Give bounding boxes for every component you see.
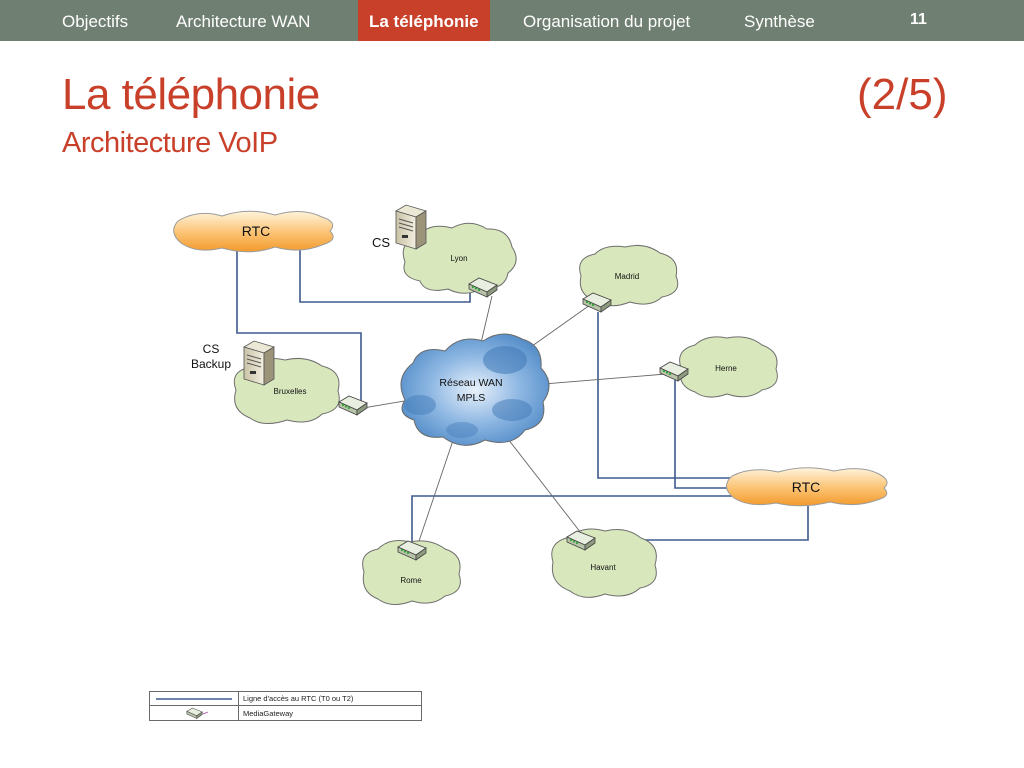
nav-tab-telephonie[interactable]: La téléphonie xyxy=(358,0,490,41)
page-subtitle: Architecture VoIP xyxy=(62,127,278,159)
site-label-bruxelles: Bruxelles xyxy=(274,387,307,396)
legend-row: MediaGateway xyxy=(149,705,422,721)
legend-gateway-symbol xyxy=(149,705,239,721)
page-number: 11 xyxy=(910,11,927,28)
call-server-backup-icon xyxy=(243,340,275,386)
legend-line-symbol xyxy=(149,691,239,706)
site-label-herne: Herne xyxy=(715,364,737,373)
wan-label-line2: MPLS xyxy=(457,392,486,404)
cs-backup-label-line2: Backup xyxy=(191,357,231,371)
nav-tab-objectifs[interactable]: Objectifs xyxy=(62,12,129,31)
nav-tab-synthese[interactable]: Synthèse xyxy=(744,12,815,31)
rtc-access-lines xyxy=(236,245,852,553)
cs-backup-label-line1: CS xyxy=(203,342,220,356)
site-cloud-herne: Herne xyxy=(679,336,778,398)
site-label-rome: Rome xyxy=(400,576,422,585)
top-nav-bar: Objectifs Architecture WAN La téléphonie… xyxy=(0,0,1024,41)
rtc-right-label: RTC xyxy=(792,479,821,495)
gateway-bruxelles-icon xyxy=(338,395,368,416)
cs-label: CS xyxy=(372,235,390,250)
diagram-legend: Ligne d'accès au RTC (T0 ou T2) MediaGat… xyxy=(149,691,422,721)
wan-label-line1: Réseau WAN xyxy=(439,377,502,389)
call-server-icon xyxy=(395,204,427,250)
rtc-top-label: RTC xyxy=(242,223,271,239)
site-label-madrid: Madrid xyxy=(615,272,639,281)
site-label-lyon: Lyon xyxy=(450,254,467,263)
legend-line-text: Ligne d'accès au RTC (T0 ou T2) xyxy=(238,691,422,706)
rtc-cloud-top: RTC xyxy=(173,210,334,253)
site-cloud-rome: Rome xyxy=(362,540,461,605)
page-counter: (2/5) xyxy=(857,70,948,119)
page-title: La téléphonie xyxy=(62,70,320,119)
legend-gateway-text: MediaGateway xyxy=(238,705,422,721)
legend-row: Ligne d'accès au RTC (T0 ou T2) xyxy=(149,691,422,706)
site-label-havant: Havant xyxy=(590,563,616,572)
rtc-cloud-right: RTC xyxy=(726,467,888,507)
nav-tab-organisation-projet[interactable]: Organisation du projet xyxy=(523,12,691,31)
wan-cloud: Réseau WAN MPLS xyxy=(400,333,550,446)
site-cloud-lyon: Lyon xyxy=(402,222,517,294)
nav-tab-architecture-wan[interactable]: Architecture WAN xyxy=(176,12,311,31)
